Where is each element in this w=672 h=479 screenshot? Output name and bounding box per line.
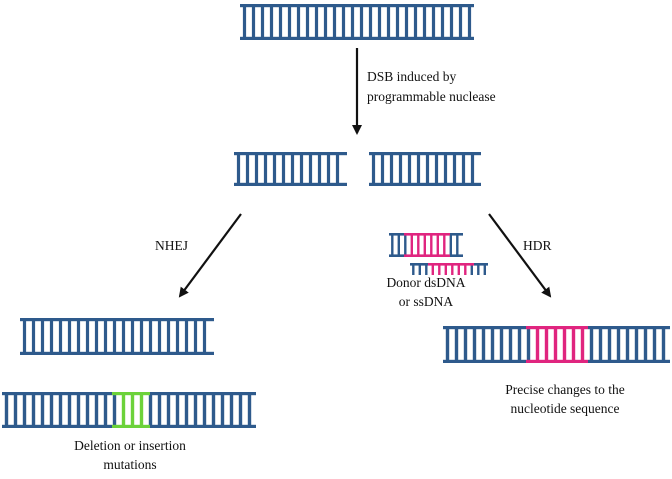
nhej-label: NHEJ — [155, 238, 188, 253]
dna-nhej-indel — [2, 392, 256, 428]
precise-label-line1: Precise changes to the — [505, 382, 625, 397]
donor-ssdna — [410, 263, 488, 275]
donor-label-line1: Donor dsDNA — [386, 275, 466, 290]
precise-label-line2: nucleotide sequence — [510, 401, 620, 416]
dna-nhej-repaired — [20, 318, 214, 355]
donor-label-line2: or ssDNA — [398, 294, 454, 309]
dna-broken-right — [369, 152, 481, 186]
arrow-nhej — [178, 213, 242, 298]
hdr-label: HDR — [523, 238, 552, 253]
dna-hdr-precise — [443, 326, 670, 363]
dna-top — [240, 4, 474, 40]
donor-dsdna — [389, 233, 463, 257]
deletion-label-line1: Deletion or insertion — [74, 438, 186, 453]
dna-broken-left — [234, 152, 347, 186]
dsb-label-line1: DSB induced by — [367, 69, 457, 84]
dsb-label-line2: programmable nuclease — [367, 89, 496, 104]
deletion-label-line2: mutations — [103, 457, 157, 472]
arrow-hdr — [488, 213, 552, 298]
